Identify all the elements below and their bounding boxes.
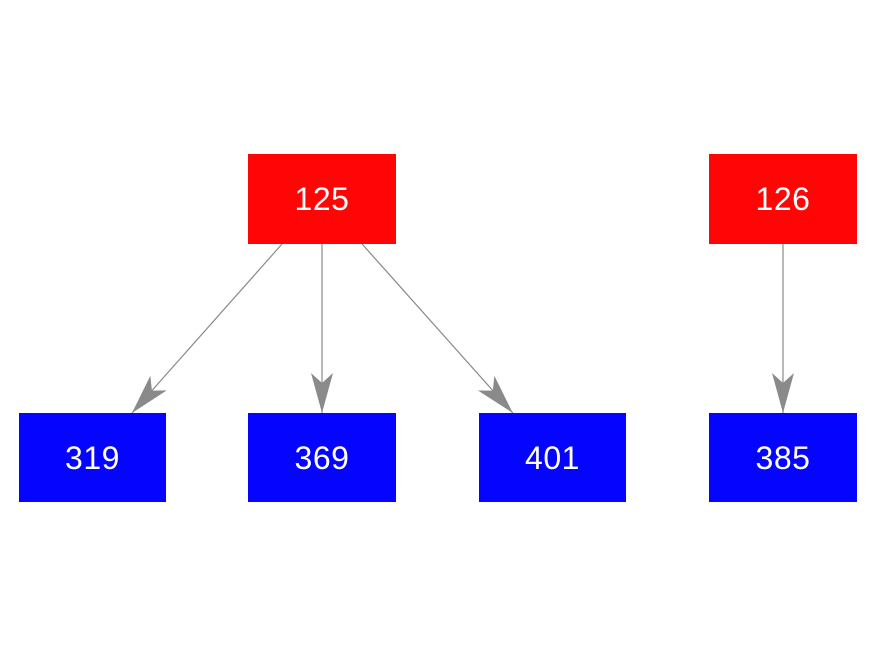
node-label: 126 bbox=[755, 181, 811, 217]
node-label: 385 bbox=[755, 439, 811, 476]
node-label: 125 bbox=[294, 181, 350, 217]
diagram-node-319: 319 bbox=[19, 413, 166, 502]
diagram-node-401: 401 bbox=[479, 413, 626, 502]
node-label: 401 bbox=[525, 439, 580, 476]
diagram-node-126: 126 bbox=[709, 154, 857, 244]
edge-arrow-125-401 bbox=[361, 243, 514, 414]
node-label: 319 bbox=[65, 439, 120, 476]
diagram-node-125: 125 bbox=[248, 154, 396, 244]
edge-arrow-125-319 bbox=[131, 243, 283, 414]
diagram-node-369: 369 bbox=[248, 413, 396, 502]
diagram-node-385: 385 bbox=[709, 413, 857, 502]
node-label: 369 bbox=[294, 439, 350, 476]
